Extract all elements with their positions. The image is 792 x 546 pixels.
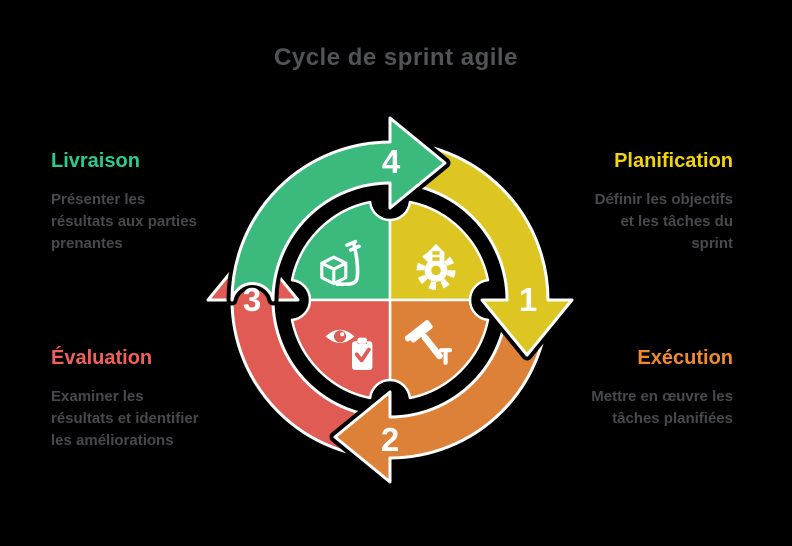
hammer-nail-icon xyxy=(404,320,453,365)
step-heading-execution: Exécution xyxy=(637,347,733,369)
step-number-4: 4 xyxy=(382,143,401,180)
quadrant-execution xyxy=(388,298,490,400)
step-number-1: 1 xyxy=(519,281,537,318)
step-heading-planification: Planification xyxy=(614,150,733,172)
sprint-cycle-diagram: 1 2 3 4 xyxy=(202,112,578,488)
ring-segment-livraison xyxy=(226,112,451,306)
quadrant-livraison xyxy=(290,200,392,302)
step-heading-livraison: Livraison xyxy=(51,150,140,172)
step-label-livraison: Livraison Présenter les résultats aux pa… xyxy=(51,149,229,255)
step-description-evaluation: Examiner les résultats et identifier les… xyxy=(51,388,199,449)
step-description-planification: Définir les objectifs et les tâches du s… xyxy=(594,191,733,252)
box-trolley-icon xyxy=(320,239,361,287)
eye-checklist-icon xyxy=(325,329,373,370)
inner-disk xyxy=(290,200,490,400)
step-heading-evaluation: Évaluation xyxy=(51,347,153,369)
step-description-execution: Mettre en œuvre les tâches planifiées xyxy=(591,388,733,427)
page-title: Cycle de sprint agile xyxy=(274,44,518,71)
step-label-execution: Exécution Mettre en œuvre les tâches pla… xyxy=(555,346,733,430)
step-number-2: 2 xyxy=(381,421,399,458)
quadrant-evaluation xyxy=(290,298,392,400)
step-label-evaluation: Évaluation Examiner les résultats et ide… xyxy=(51,346,229,452)
step-label-planification: Planification Définir les objectifs et l… xyxy=(555,149,733,255)
step-number-3: 3 xyxy=(243,281,261,318)
step-description-livraison: Présenter les résultats aux parties pren… xyxy=(51,191,197,252)
